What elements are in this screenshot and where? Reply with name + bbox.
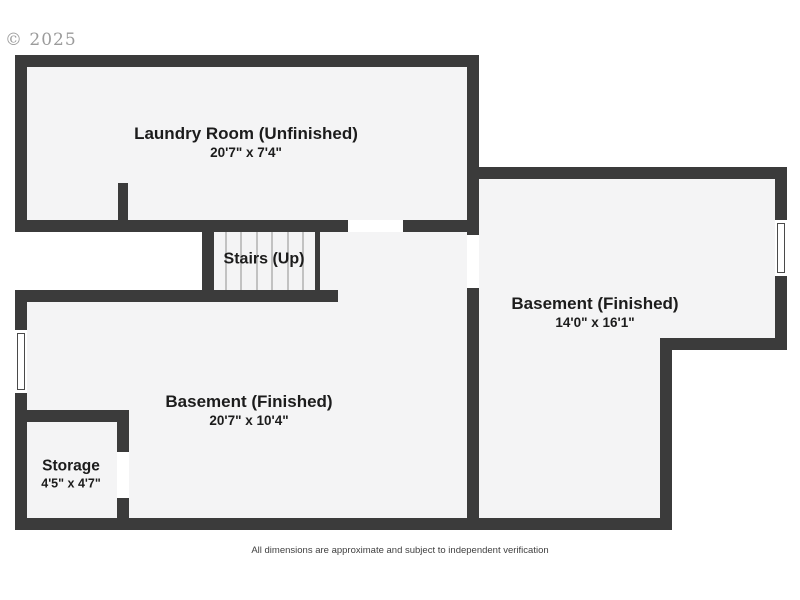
basement-center-dimensions: 20'7" x 10'4" [209,413,289,428]
stair-tread [302,232,304,290]
wall-step-horizontal [660,338,787,350]
stair-tread [287,232,289,290]
basement-center-name: Basement (Finished) [165,392,333,411]
basement-right-dimensions: 14'0" x 16'1" [555,315,635,330]
wall-laundry-top [15,55,479,67]
wall-basement-right-top [467,167,787,179]
wall-laundry-bottom-right [403,220,479,232]
stairs-hall-floor [202,220,479,302]
wall-storage-top [15,410,129,422]
wall-storage-right-lower [117,498,129,530]
window-pane [777,223,785,273]
label-laundry-room: Laundry Room (Unfinished) 20'7" x 7'4" [134,123,358,161]
basement-right-lower-floor [467,300,672,530]
window-icon-right [775,218,787,278]
label-storage: Storage 4'5" x 4'7" [41,457,101,492]
copyright-watermark: © 2025 [5,30,77,50]
wall-right-upper-segment [775,167,787,218]
wall-laundry-left [15,55,27,232]
stair-tread [225,232,227,290]
door-opening-basement-right [467,235,479,288]
window-pane [17,333,25,390]
window-icon-left [15,328,27,395]
wall-left-lower-segment [15,395,27,530]
stair-tread [256,232,258,290]
stairs-name: Stairs (Up) [223,250,305,268]
wall-left-upper-segment [15,290,27,328]
door-opening-storage [117,452,129,498]
wall-step-vertical [660,338,672,530]
stair-tread [240,232,242,290]
wall-stairs-right [315,232,320,290]
wall-storage-right-upper [117,410,129,452]
wall-middle-vertical-lower [467,288,479,530]
label-basement-center: Basement (Finished) 20'7" x 10'4" [165,391,332,429]
wall-right-lower-segment [775,278,787,350]
storage-dimensions: 4'5" x 4'7" [41,476,101,491]
door-opening-laundry [348,220,403,232]
laundry-room-name: Laundry Room (Unfinished) [134,124,358,143]
label-basement-right: Basement (Finished) 14'0" x 16'1" [511,293,678,331]
basement-right-name: Basement (Finished) [511,294,679,313]
wall-laundry-bottom-left [15,220,348,232]
wall-basement-center-top [15,290,338,302]
storage-name: Storage [42,457,100,475]
laundry-room-dimensions: 20'7" x 7'4" [210,145,282,160]
disclaimer-text: All dimensions are approximate and subje… [251,545,549,556]
wall-middle-vertical-upper [467,55,479,235]
wall-stairs-left [202,220,214,302]
wall-bottom [15,518,672,530]
laundry-room-floor [15,55,479,232]
label-stairs: Stairs (Up) [224,249,305,270]
wall-laundry-stub [118,183,128,224]
stair-tread [271,232,273,290]
